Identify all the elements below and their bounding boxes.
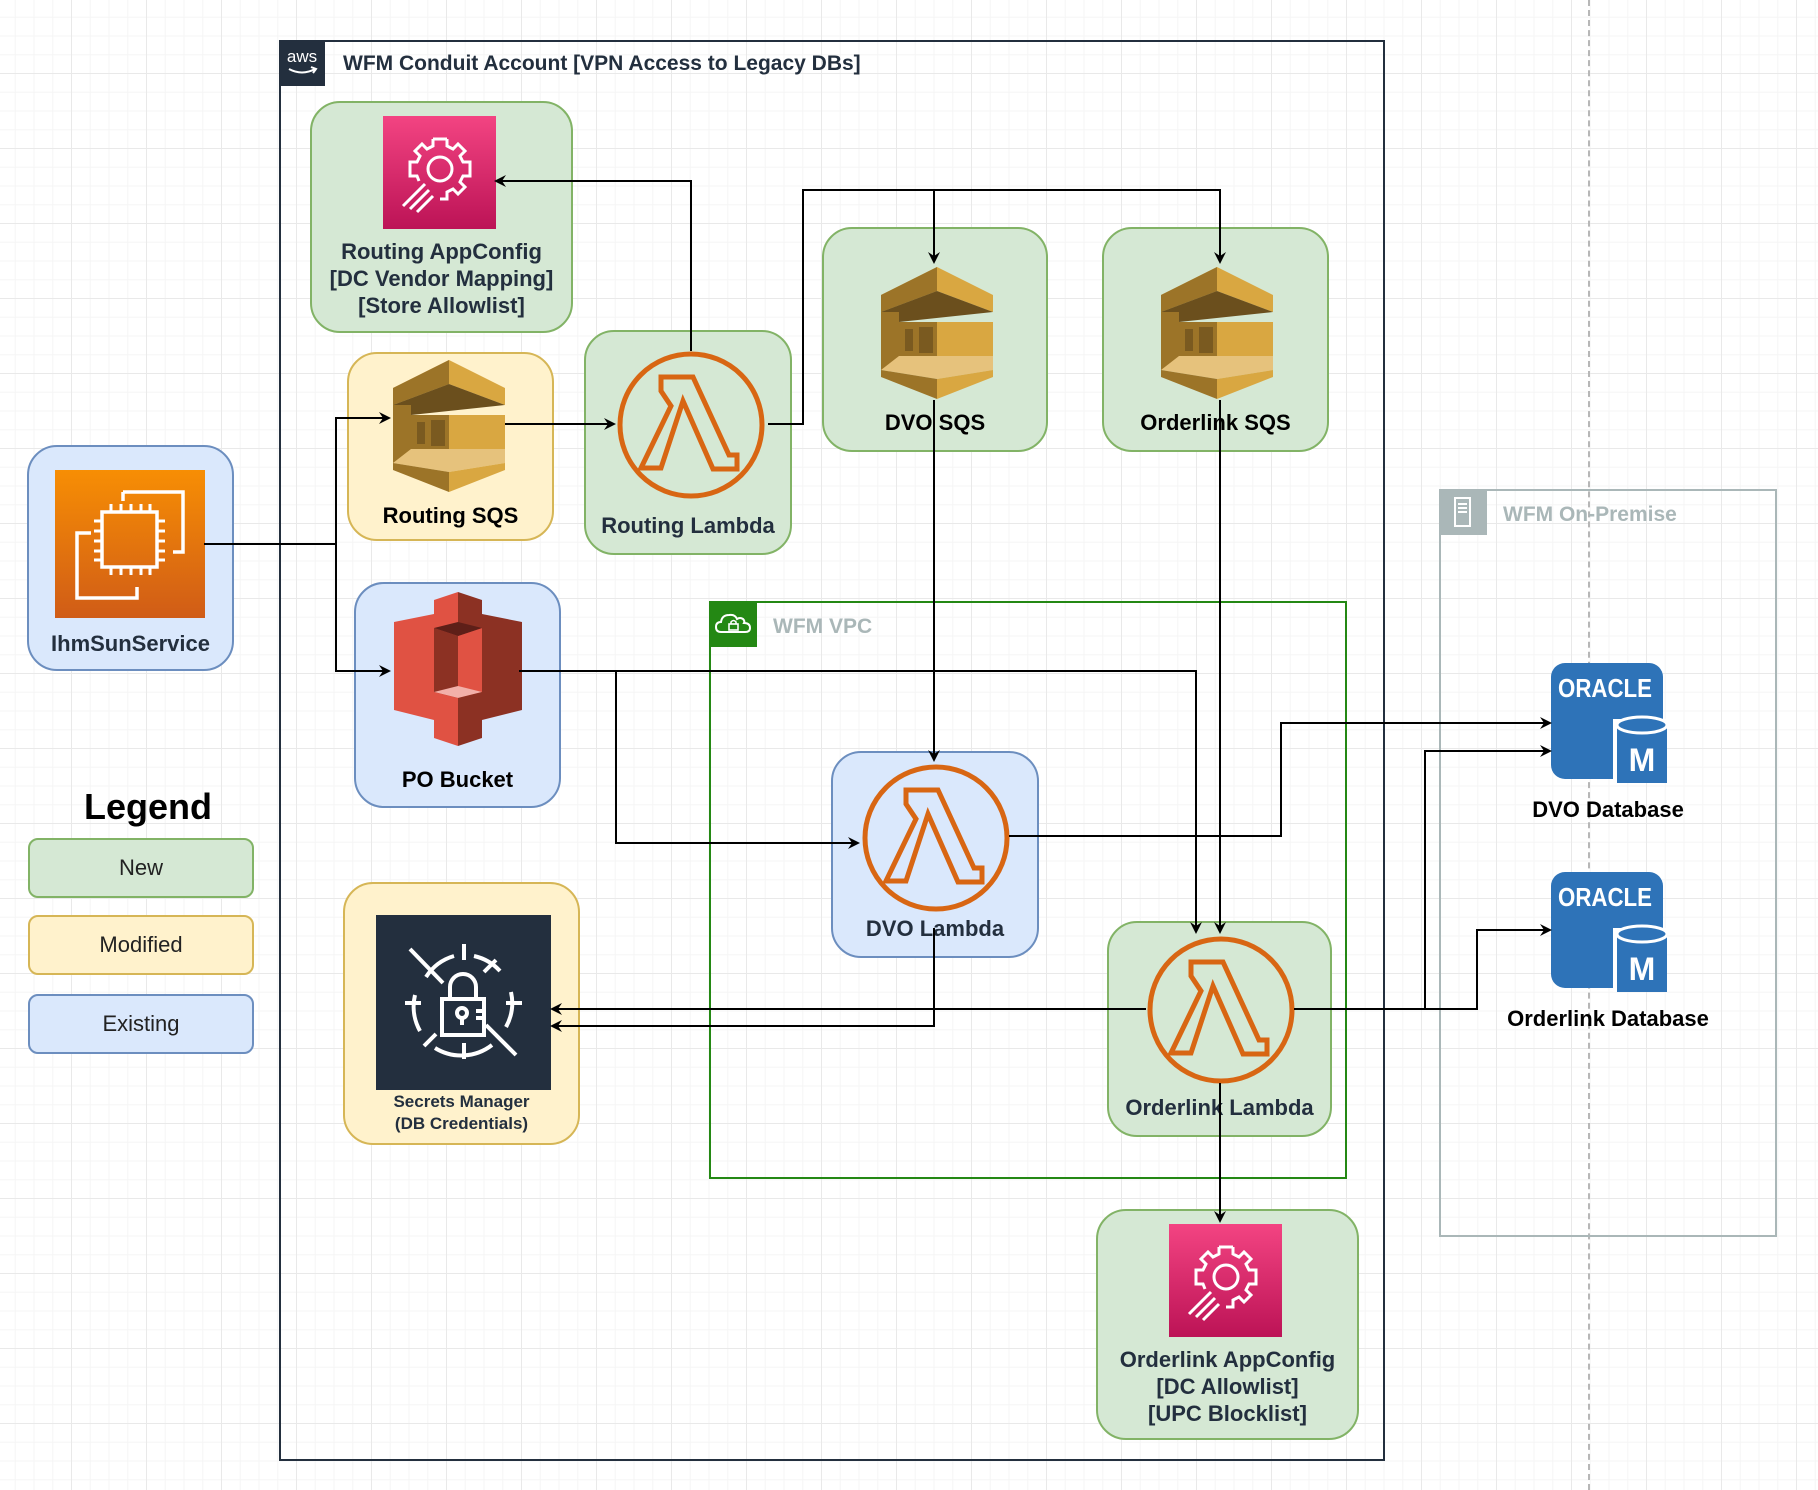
dvo-database-label: DVO Database: [1532, 797, 1684, 822]
dvo-sqs-label: DVO SQS: [884, 410, 986, 435]
node-orderlink-sqs[interactable]: Orderlink SQS: [1102, 227, 1329, 452]
legend-title: Legend: [83, 786, 212, 827]
sqs-icon: [879, 267, 995, 399]
vpc-cloud-lock-icon: [709, 601, 757, 647]
legend-item-label: Existing: [102, 1011, 180, 1036]
routing-appconfig-label-1: Routing AppConfig: [341, 239, 542, 264]
node-dvo-lambda[interactable]: DVO Lambda: [831, 751, 1039, 958]
legend-item-existing: Existing: [28, 994, 254, 1054]
node-orderlink-lambda[interactable]: Orderlink Lambda: [1107, 921, 1332, 1137]
node-po-bucket[interactable]: PO Bucket: [354, 582, 561, 808]
conduit-account-title: WFM Conduit Account [VPN Access to Legac…: [343, 52, 861, 75]
oracle-text: ORACLE: [1558, 882, 1652, 912]
appconfig-icon: [383, 116, 496, 229]
node-routing-appconfig[interactable]: Routing AppConfig [DC Vendor Mapping] [S…: [310, 101, 573, 333]
s3-icon: [392, 592, 524, 752]
orderlink-appconfig-label-3: [UPC Blocklist]: [1148, 1401, 1307, 1426]
orderlink-lambda-label: Orderlink Lambda: [1125, 1095, 1314, 1120]
appconfig-icon: [1169, 1224, 1282, 1337]
lambda-icon: [862, 764, 1010, 912]
routing-sqs-label: Routing SQS: [382, 503, 519, 528]
ec2-icon: [55, 470, 205, 618]
vpc-title: WFM VPC: [773, 615, 873, 638]
oracle-database-icon: ORACLE M: [1551, 872, 1669, 992]
dvo-lambda-label: DVO Lambda: [865, 916, 1005, 941]
secrets-manager-label-2: (DB Credentials): [394, 1114, 529, 1133]
on-premise-title: WFM On-Premise: [1503, 503, 1677, 526]
legend-item-new: New: [28, 838, 254, 898]
node-secrets-manager[interactable]: Secrets Manager (DB Credentials): [343, 882, 580, 1145]
routing-appconfig-label-2: [DC Vendor Mapping]: [329, 266, 554, 291]
node-dvo-sqs[interactable]: DVO SQS: [822, 227, 1048, 452]
oracle-database-icon: ORACLE M: [1551, 663, 1669, 783]
server-icon: [1439, 489, 1487, 535]
node-orderlink-database[interactable]: ORACLE M: [1551, 872, 1669, 992]
orderlink-appconfig-label-1: Orderlink AppConfig: [1119, 1347, 1336, 1372]
sqs-icon: [1159, 267, 1275, 399]
db-m-text: M: [1629, 742, 1656, 778]
node-routing-sqs[interactable]: Routing SQS: [347, 352, 554, 541]
legend-item-modified: Modified: [28, 915, 254, 975]
node-ihm-sun-service[interactable]: IhmSunService: [27, 445, 234, 671]
db-m-text: M: [1629, 951, 1656, 987]
aws-logo-icon: aws: [279, 40, 325, 86]
oracle-text: ORACLE: [1558, 673, 1652, 703]
po-bucket-label: PO Bucket: [401, 767, 514, 792]
node-orderlink-appconfig[interactable]: Orderlink AppConfig [DC Allowlist] [UPC …: [1096, 1209, 1359, 1440]
routing-appconfig-label-3: [Store Allowlist]: [358, 293, 525, 318]
ihm-sun-service-label: IhmSunService: [51, 631, 210, 656]
secrets-manager-label-1: Secrets Manager: [393, 1092, 530, 1111]
orderlink-appconfig-label-2: [DC Allowlist]: [1156, 1374, 1299, 1399]
legend-item-label: New: [118, 855, 163, 880]
secrets-manager-icon: [376, 915, 551, 1090]
routing-lambda-label: Routing Lambda: [601, 513, 775, 538]
orderlink-sqs-label: Orderlink SQS: [1140, 410, 1291, 435]
lambda-icon: [617, 351, 765, 499]
lambda-icon: [1147, 936, 1295, 1084]
node-routing-lambda[interactable]: Routing Lambda: [584, 330, 792, 555]
node-dvo-database[interactable]: ORACLE M: [1551, 663, 1669, 783]
aws-logo-text: aws: [287, 47, 317, 66]
legend-item-label: Modified: [99, 932, 183, 957]
sqs-icon: [391, 360, 507, 492]
group-on-premise[interactable]: WFM On-Premise: [1439, 489, 1777, 1237]
orderlink-database-label: Orderlink Database: [1507, 1006, 1709, 1031]
